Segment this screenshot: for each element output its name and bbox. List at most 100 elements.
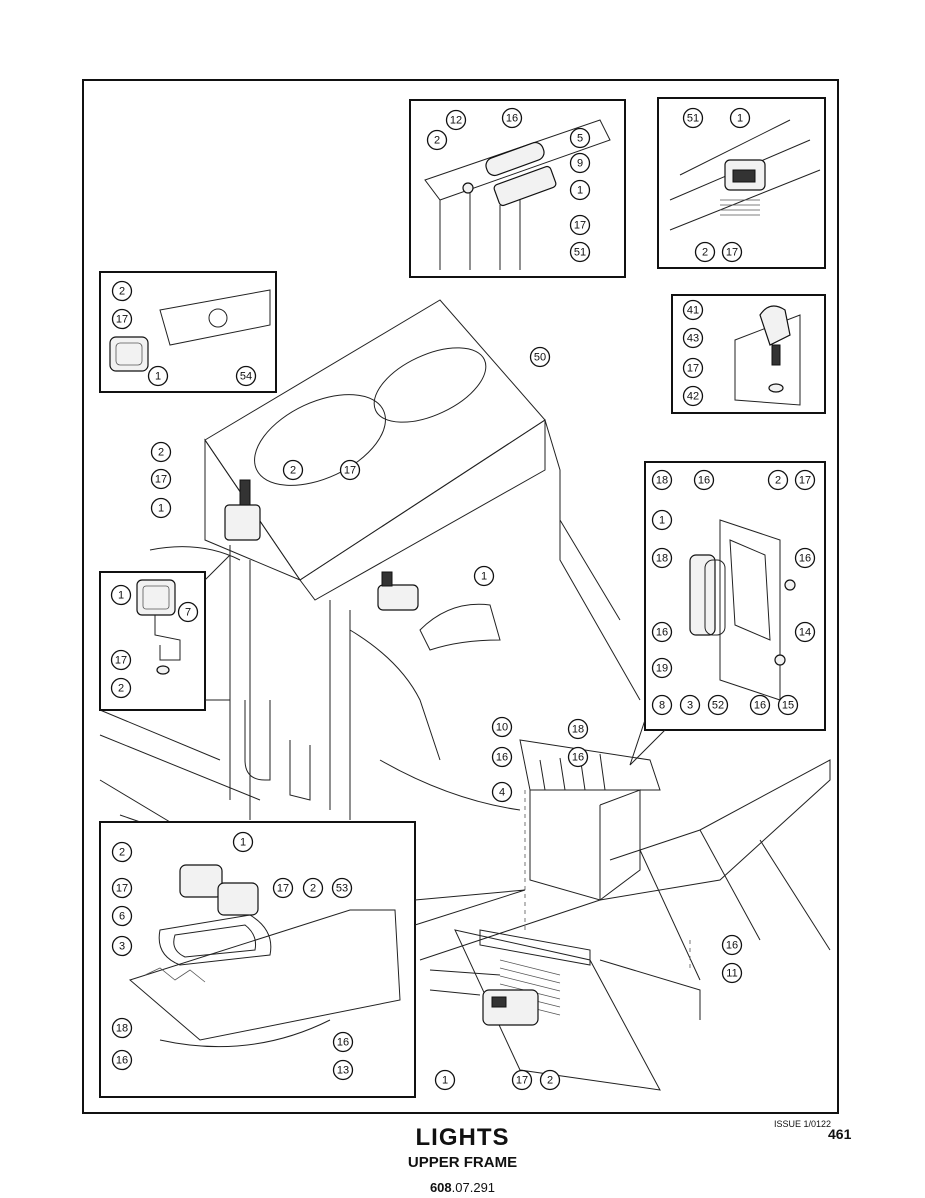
callout-label-bottom_left-11: 13 [337, 1065, 349, 1077]
callout-circle-bottom_left-11 [332, 1059, 354, 1081]
callout-label-main-12: 16 [726, 940, 738, 952]
callout-circle-right_middle-10 [651, 694, 673, 716]
callout-label-bottom_left-10: 16 [337, 1037, 349, 1049]
callout-label-right_middle-8: 16 [799, 553, 811, 565]
callout-circle-bottom_left-0 [111, 841, 133, 863]
callout-label-bottom_left-0: 2 [119, 847, 125, 859]
callout-circle-right_middle-0 [651, 469, 673, 491]
callout-circle-top_right-3 [721, 241, 743, 263]
callout-label-bottom_left-8: 18 [116, 1023, 128, 1035]
callout-circle-bottom_left-5 [331, 877, 353, 899]
callout-label-left_upper-0: 2 [119, 286, 125, 298]
callout-label-right_middle-1: 16 [698, 475, 710, 487]
callout-circle-right_middle-13 [749, 694, 771, 716]
callout-circle-left_middle-1 [177, 601, 199, 623]
callout-label-bottom_left-6: 6 [119, 911, 125, 923]
callout-label-bottom_left-5: 53 [336, 883, 348, 895]
callout-label-bottom_left-4: 2 [310, 883, 316, 895]
callout-label-top_right-1: 1 [737, 113, 743, 125]
callout-circle-main-7 [491, 716, 513, 738]
callout-circle-right_middle-5 [651, 547, 673, 569]
callout-label-left_middle-3: 2 [118, 683, 124, 695]
callout-label-top_center-0: 12 [450, 115, 462, 127]
callout-label-right_middle-0: 18 [656, 475, 668, 487]
callout-label-right_middle-7: 14 [799, 627, 811, 639]
callout-label-top_center-4: 9 [577, 158, 583, 170]
callout-circle-main-13 [721, 962, 743, 984]
callout-label-main-10: 16 [572, 752, 584, 764]
callout-circle-left_upper-0 [111, 280, 133, 302]
callout-label-left_upper-3: 54 [240, 371, 252, 383]
callout-label-main-5: 17 [344, 465, 356, 477]
page-number: 461 [828, 1126, 852, 1142]
callout-circle-top_center-2 [426, 129, 448, 151]
callout-circle-right_middle-12 [707, 694, 729, 716]
callout-circle-bottom_left-4 [302, 877, 324, 899]
callout-label-top_right-0: 51 [687, 113, 699, 125]
callout-circle-main-4 [282, 459, 304, 481]
callout-label-top_right-2: 2 [702, 247, 708, 259]
callout-circle-left_upper-3 [235, 365, 257, 387]
callout-circle-right_middle-1 [693, 469, 715, 491]
callout-circle-bottom_left-2 [111, 877, 133, 899]
callout-label-top_right-3: 17 [726, 247, 738, 259]
callout-label-right_middle-13: 16 [754, 700, 766, 712]
callout-label-right_middle-11: 3 [687, 700, 693, 712]
callout-label-top_center-5: 1 [577, 185, 583, 197]
callout-circle-right_middle-7 [794, 621, 816, 643]
callout-circle-top_center-1 [501, 107, 523, 129]
callout-label-main-16: 2 [547, 1075, 553, 1087]
inset-right-middle [644, 461, 826, 731]
callout-circle-main-1 [150, 441, 172, 463]
callout-label-right_middle-4: 1 [659, 515, 665, 527]
callout-label-main-9: 16 [496, 752, 508, 764]
page-subtitle: UPPER FRAME [407, 1154, 518, 1171]
callout-label-right_middle-14: 15 [782, 700, 794, 712]
callout-circle-bottom_left-6 [111, 905, 133, 927]
callout-circle-main-5 [339, 459, 361, 481]
callout-circle-bottom_left-1 [232, 831, 254, 853]
callout-circle-right_middle-2 [767, 469, 789, 491]
callout-label-bottom_left-7: 3 [119, 941, 125, 953]
callout-label-left_upper-2: 1 [155, 371, 161, 383]
callout-circle-right_middle-3 [794, 469, 816, 491]
main-frame-drawing [99, 299, 831, 1091]
callout-circle-main-9 [491, 746, 513, 768]
callout-label-bottom_left-1: 1 [240, 837, 246, 849]
callout-circle-main-2 [150, 468, 172, 490]
callout-circle-top_right-0 [682, 107, 704, 129]
callout-circle-right_middle-8 [794, 547, 816, 569]
callout-label-right_lamp-2: 17 [687, 363, 699, 375]
callout-label-bottom_left-9: 16 [116, 1055, 128, 1067]
page-title: LIGHTS [0, 1124, 925, 1152]
callout-label-right_middle-5: 18 [656, 553, 668, 565]
callout-circle-top_center-0 [445, 109, 467, 131]
callout-label-right_middle-12: 52 [712, 700, 724, 712]
callout-circle-left_upper-1 [111, 308, 133, 330]
callout-circle-main-8 [567, 718, 589, 740]
callout-circle-main-0 [529, 346, 551, 368]
callout-circle-right_middle-11 [679, 694, 701, 716]
callout-circle-main-14 [434, 1069, 456, 1091]
callout-label-main-15: 17 [516, 1075, 528, 1087]
callout-label-right_lamp-0: 41 [687, 305, 699, 317]
callout-circle-bottom_left-3 [272, 877, 294, 899]
callout-circle-main-11 [491, 781, 513, 803]
outer-frame [82, 79, 839, 1114]
callout-circle-main-16 [539, 1069, 561, 1091]
callout-circle-right_middle-6 [651, 621, 673, 643]
callout-label-right_middle-10: 8 [659, 700, 665, 712]
callout-label-main-2: 17 [155, 474, 167, 486]
callout-circle-bottom_left-7 [111, 935, 133, 957]
callout-label-top_center-2: 2 [434, 135, 440, 147]
callout-circle-top_center-5 [569, 179, 591, 201]
callout-circle-bottom_left-9 [111, 1049, 133, 1071]
callout-circle-top_center-6 [569, 214, 591, 236]
callout-label-left_middle-0: 1 [118, 590, 124, 602]
inset-bottom-left [99, 821, 416, 1098]
callout-label-main-1: 2 [158, 447, 164, 459]
callout-circle-top_right-1 [729, 107, 751, 129]
callout-label-bottom_left-2: 17 [116, 883, 128, 895]
callout-circle-main-10 [567, 746, 589, 768]
callout-circle-right_lamp-0 [682, 299, 704, 321]
